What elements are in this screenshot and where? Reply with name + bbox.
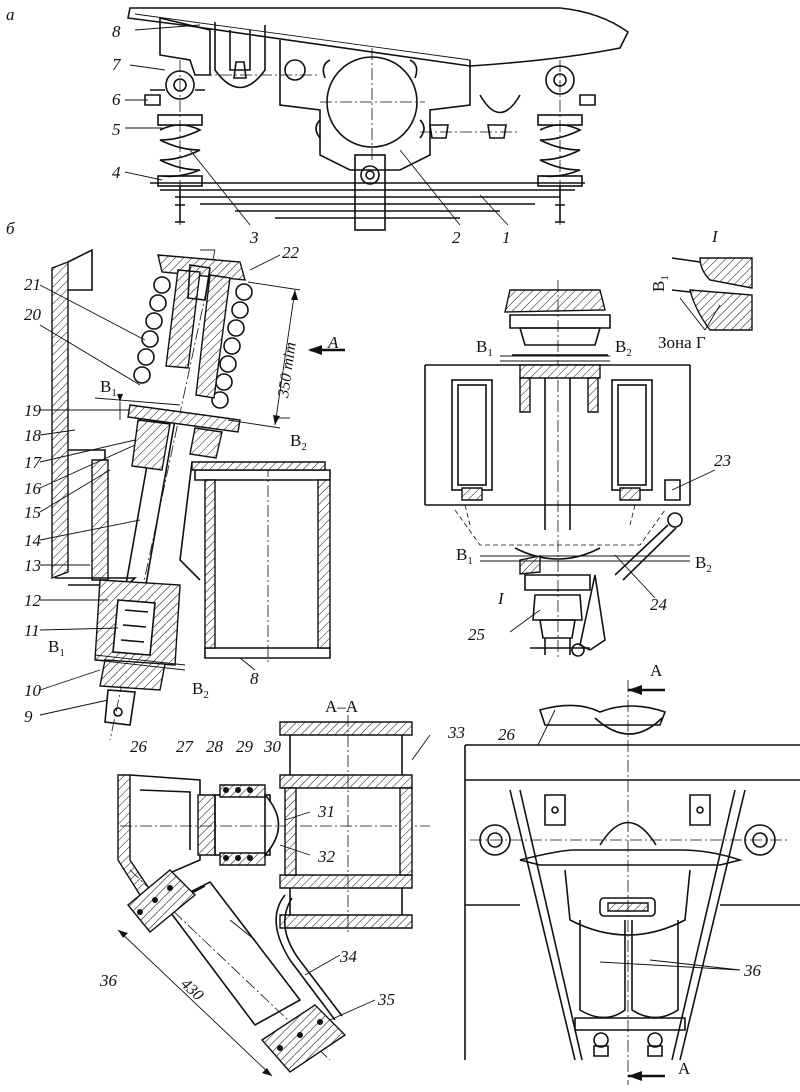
part-label-19: 19 (24, 401, 42, 420)
part-label-15: 15 (24, 503, 41, 522)
zone-label: Зона Г (658, 333, 706, 352)
part-label-4: 4 (112, 163, 121, 182)
part-label-10: 10 (24, 681, 42, 700)
gap-label-b1-lower: В1 (48, 637, 65, 659)
part-label-5: 5 (112, 120, 121, 139)
gap-label-b1-mount-bottom: В1 (456, 545, 473, 567)
strut-coil-spring (133, 276, 253, 409)
part-label-26b: 26 (498, 725, 516, 744)
view-label-a-top: A (650, 661, 663, 680)
part-label-25: 25 (468, 625, 485, 644)
part-label-24: 24 (650, 595, 668, 614)
detail-label-I: I (711, 227, 719, 246)
left-coil-spring (157, 114, 203, 187)
part-label-21: 21 (24, 275, 41, 294)
gap-label-b1-mount-top: В1 (476, 337, 493, 359)
dimension-430-text: 430 (177, 975, 206, 1004)
part-label-17: 17 (24, 453, 43, 472)
view-a-damper-mount (464, 680, 800, 1085)
damper-upper-eye (127, 869, 197, 933)
part-label-32: 32 (317, 847, 336, 866)
part-label-33: 33 (447, 723, 465, 742)
gap-label-b2-mount-bottom: В2 (695, 553, 712, 575)
leader-lines (39, 24, 741, 1021)
gap-label-b1-detail: В1 (649, 275, 671, 292)
section-a-a (117, 715, 430, 1077)
detail-marker-I: I (497, 589, 505, 608)
part-label-7: 7 (112, 55, 122, 74)
gap-marks (94, 355, 690, 671)
gap-label-b1-strut: В1 (100, 377, 117, 399)
part-label-31: 31 (317, 802, 335, 821)
panel-label-b: б (6, 219, 15, 238)
part-label-27: 27 (176, 737, 195, 756)
leaf-spring-pack (150, 182, 585, 219)
part-label-11: 11 (24, 621, 40, 640)
part-label-23: 23 (714, 451, 731, 470)
dimension-350 (227, 281, 301, 429)
view-b-top-mount (424, 257, 753, 660)
part-label-12: 12 (24, 591, 42, 610)
part-label-3: 3 (249, 228, 259, 247)
gap-label-b2-lower: В2 (192, 679, 209, 701)
part-label-26: 26 (130, 737, 148, 756)
view-label-a-arrow: A (327, 333, 339, 352)
part-label-1: 1 (502, 228, 511, 247)
gap-label-b2-mount-top: В2 (615, 337, 632, 359)
part-label-20: 20 (24, 305, 42, 324)
part-label-28: 28 (206, 737, 224, 756)
part-label-14: 14 (24, 531, 42, 550)
part-label-9: 9 (24, 707, 33, 726)
panel-label-a: а (6, 5, 15, 24)
damper-lower-eye (260, 1004, 347, 1073)
gap-label-b2-strut: В2 (290, 431, 307, 453)
dimension-350-text: 350 mim (275, 341, 300, 399)
part-label-8: 8 (112, 22, 121, 41)
part-label-35: 35 (377, 990, 395, 1009)
frame-tube-section (179, 461, 331, 665)
view-a-leaf-spring-assembly (127, 7, 630, 231)
part-label-22: 22 (282, 243, 300, 262)
part-label-18: 18 (24, 426, 42, 445)
part-label-2: 2 (452, 228, 461, 247)
part-label-36b: 36 (743, 961, 762, 980)
detail-I (671, 257, 753, 331)
part-label-6: 6 (112, 90, 121, 109)
section-label-a-a: А–А (325, 697, 359, 716)
part-label-29: 29 (236, 737, 254, 756)
view-b-spring-strut (51, 248, 331, 741)
part-label-13: 13 (24, 556, 41, 575)
part-label-16: 16 (24, 479, 42, 498)
part-label-34: 34 (339, 947, 358, 966)
part-label-8b: 8 (250, 669, 259, 688)
view-label-a-bottom: A (678, 1059, 691, 1078)
part-label-36: 36 (99, 971, 118, 990)
part-label-30: 30 (263, 737, 282, 756)
